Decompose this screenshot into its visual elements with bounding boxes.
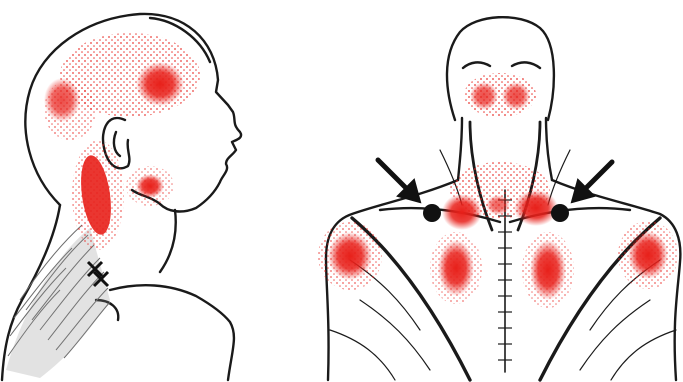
posterior-pain-areas: [318, 73, 678, 308]
trigger-point-dot-icon: [423, 204, 441, 222]
arrow-left-icon: [378, 160, 420, 202]
arrow-right-icon: [572, 162, 612, 202]
trigger-point-dot-icon: [551, 204, 569, 222]
